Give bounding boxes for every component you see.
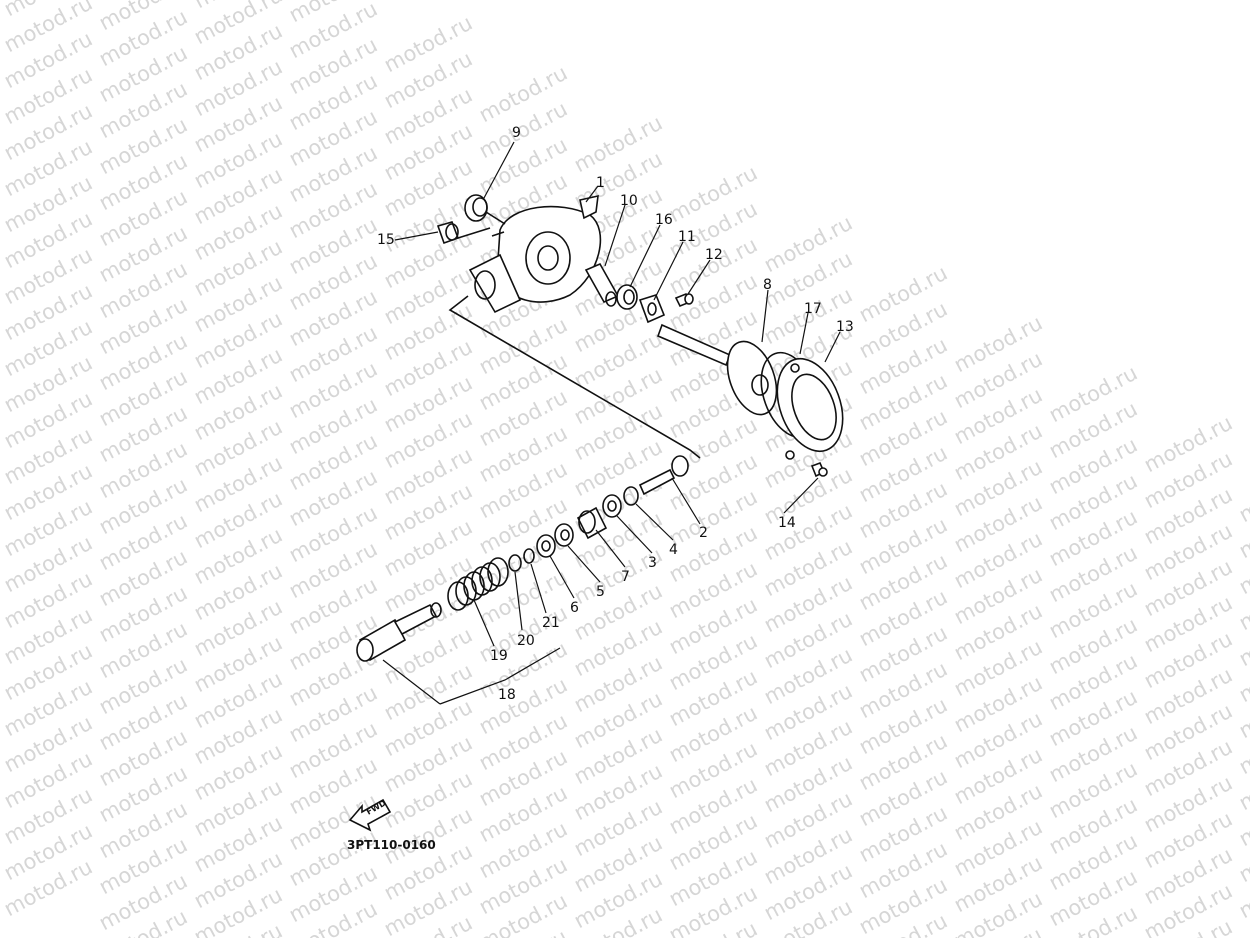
part-20-washer — [508, 554, 522, 572]
part-16-bearing — [616, 284, 638, 310]
part-6-nut — [536, 534, 556, 558]
callout-20: 20 — [517, 633, 535, 649]
callout-7: 7 — [621, 569, 630, 585]
part-9-bearing — [464, 194, 506, 225]
callout-18: 18 — [498, 687, 516, 703]
callout-5: 5 — [596, 584, 605, 600]
drawing-code: 3PT110-0160 — [347, 838, 436, 852]
callout-21: 21 — [542, 615, 560, 631]
callout-14: 14 — [778, 515, 796, 531]
part-7-sleeve — [576, 506, 608, 540]
part-3-bearing — [602, 494, 622, 518]
callout-9: 9 — [512, 125, 521, 141]
callout-10: 10 — [620, 193, 638, 209]
callout-2: 2 — [699, 525, 708, 541]
callout-6: 6 — [570, 600, 579, 616]
callout-19: 19 — [490, 648, 508, 664]
part-14-screw — [810, 461, 828, 478]
leader-lines — [382, 141, 841, 705]
part-4-ring — [623, 486, 639, 506]
callout-8: 8 — [763, 277, 772, 293]
fwd-arrow-icon — [348, 798, 392, 832]
callout-17: 17 — [804, 301, 822, 317]
part-8-shaft-disc — [656, 323, 778, 416]
callout-1: 1 — [596, 175, 605, 191]
callout-15: 15 — [377, 232, 395, 248]
part-2-gear — [638, 455, 689, 496]
callout-16: 16 — [655, 212, 673, 228]
callout-11: 11 — [678, 229, 696, 245]
part-11-plate — [638, 294, 666, 324]
part-12-bolt — [674, 292, 694, 308]
part-5-bearing — [554, 523, 574, 547]
part-19-spring — [447, 557, 509, 611]
part-10-sleeve — [584, 262, 620, 307]
part-21-clip — [523, 548, 535, 564]
part-1-housing — [468, 194, 602, 314]
part-18-shaft — [356, 602, 442, 662]
callout-12: 12 — [705, 247, 723, 263]
callout-13: 13 — [836, 319, 854, 335]
assembly-line — [448, 295, 701, 459]
part-13-cover — [776, 357, 844, 460]
callout-3: 3 — [648, 555, 657, 571]
callout-4: 4 — [669, 542, 678, 558]
part-15-bushing — [436, 221, 491, 245]
